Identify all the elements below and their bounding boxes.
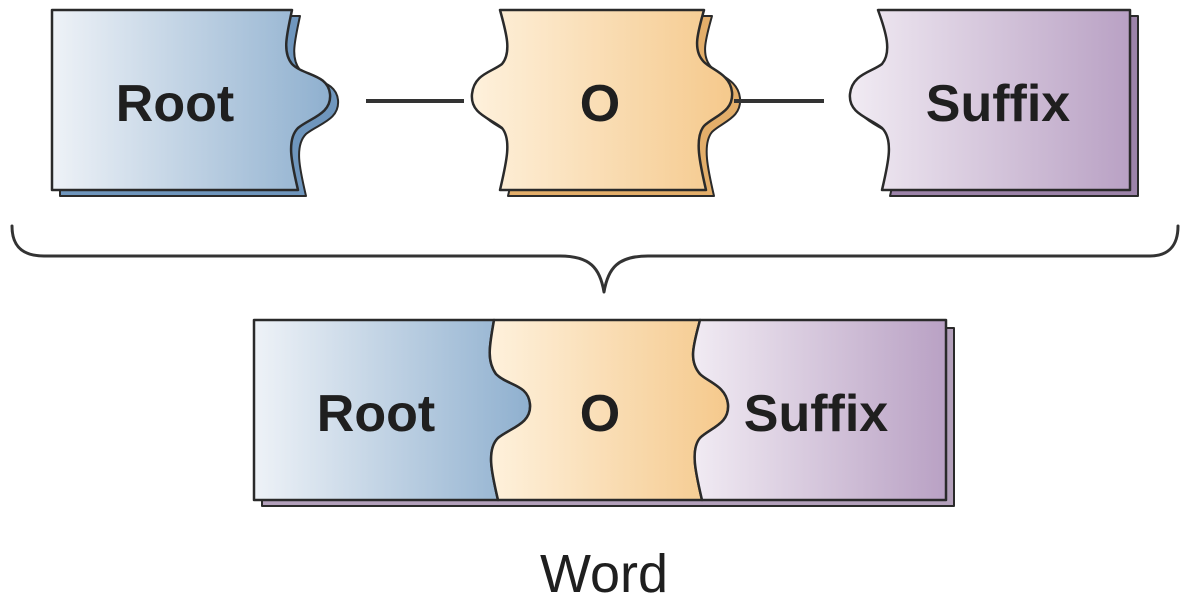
bottom-suffix-piece: Suffix <box>691 318 948 502</box>
bottom-combining-vowel-label: O <box>580 385 620 443</box>
top-combining-vowel-piece: O <box>470 8 742 197</box>
bottom-combining-vowel-piece: O <box>488 318 730 502</box>
top-root-label: Root <box>116 75 234 133</box>
combined-word-pieces: Root O Suffix <box>252 318 955 507</box>
word-caption: Word <box>540 544 668 601</box>
grouping-brace <box>10 224 1180 294</box>
bottom-suffix-label: Suffix <box>744 385 889 443</box>
top-suffix-piece: Suffix <box>848 8 1139 197</box>
top-suffix-label: Suffix <box>926 75 1071 133</box>
top-root-piece: Root <box>50 8 340 197</box>
top-combining-vowel-label: O <box>580 75 620 133</box>
bottom-root-label: Root <box>317 385 435 443</box>
bottom-root-piece: Root <box>252 318 532 502</box>
